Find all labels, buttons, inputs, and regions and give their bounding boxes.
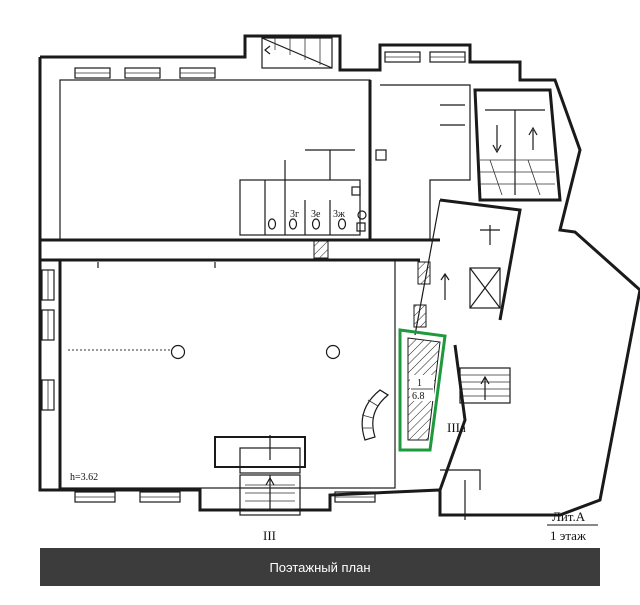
entrance-stair-III: III	[214, 435, 306, 543]
main-hall: h=3.62	[68, 262, 390, 483]
room-label-3e: 3е	[311, 209, 321, 220]
stair-top	[261, 37, 333, 69]
room-label-3zh: 3ж	[333, 209, 345, 220]
stair-IIIa: IIIа	[438, 344, 511, 520]
room-number-label: 1	[417, 378, 422, 389]
windows-top	[74, 51, 466, 79]
caption-bar: Поэтажный план	[40, 548, 600, 586]
upper-right-room	[368, 80, 471, 240]
outer-walls	[38, 34, 640, 517]
room-area-label: 6.8	[412, 391, 425, 402]
caption-text: Поэтажный план	[269, 559, 371, 575]
stair-upper	[473, 88, 562, 202]
ceiling-height-label: h=3.62	[70, 472, 98, 483]
highlighted-room-1: 1 6.8	[398, 328, 447, 452]
room-label-3g: 3г	[290, 209, 299, 220]
windows-bottom	[74, 491, 376, 503]
toilet-block: 3г 3е 3ж	[239, 149, 387, 259]
lit-label: Лит.А 1 этаж	[547, 509, 598, 543]
windows-left	[41, 269, 55, 411]
lit-floor: 1 этаж	[550, 528, 587, 543]
right-corridor	[413, 198, 522, 336]
section-label-III: III	[263, 528, 276, 543]
floor-plan-drawing: 3г 3е 3ж	[38, 34, 640, 543]
section-label-IIIa: IIIа	[447, 420, 466, 435]
lit-name: Лит.А	[552, 509, 586, 524]
